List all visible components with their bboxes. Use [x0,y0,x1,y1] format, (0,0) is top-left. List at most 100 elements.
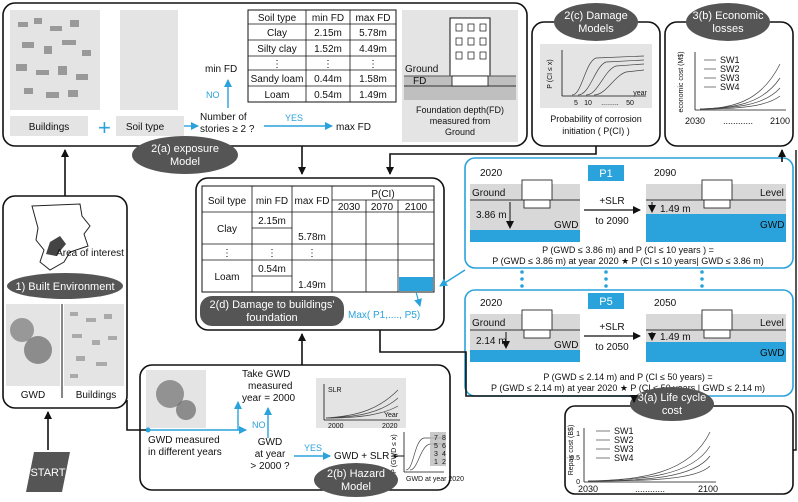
fd-label: FD [413,76,426,87]
gwd-measured-blob-1 [156,380,184,408]
plus-sign: + [98,115,111,140]
take-1: Take GWD [242,369,290,380]
min-fd-label: min FD [205,64,237,75]
p1-tag-bg [588,165,624,181]
lcc-y-tick-2: 0.5 [570,455,580,462]
hazard-gwd2020: GWD at year 2020 [406,476,464,483]
economic-legend: SW1 SW2 SW3 SW4 [704,55,740,92]
p1-foundation-b [703,199,731,209]
dt-header-min: min FD [256,196,288,207]
p5-water-a [470,350,580,362]
soil-type-label-bg [116,116,184,136]
buildings-label-2: Buildings [76,390,117,401]
econ-x-tick-1: 2030 [685,116,705,126]
hazard-q-1: GWD [258,437,282,448]
soil-table-cell-0-1: 2.15m [314,28,342,39]
p5-eq2: P (GWD ≤ 2.14 m) at year 2020 ★ P (CI ≤ … [491,383,765,393]
built-env-title: 1) Built Environment [15,281,114,293]
damage-curve-4 [593,69,645,96]
damage-curve-3 [585,63,645,96]
soil-map-thumbnail [120,10,178,110]
soil-table-cell-4-2: 1.49m [359,90,387,101]
foundation-caption-1: Foundation depth(FD) [416,105,504,115]
dt-loam-max: 1.49m [298,280,326,291]
p5-slr: +SLR [599,322,624,333]
area-label: Area of interest [56,248,124,259]
p1-year-a: 2020 [480,168,503,179]
hazard-p-curve-2 [409,443,442,471]
lcc-curve-2 [587,445,711,482]
econ-legend-4: SW4 [720,82,740,92]
gwd-blob-2 [24,336,52,364]
p5-level-label: Level [760,318,784,329]
blue-connectors [439,269,466,287]
damage-caption-1: Probability of corrosion [550,114,642,124]
max-cell-highlight [399,277,433,291]
hazard-no: NO [252,420,266,430]
soil-table-cell-1-0: Silty clay [257,44,296,55]
economic-y-label: economic cost (M$) [678,51,685,112]
soil-table-cell-3-2: 1.58m [359,74,387,85]
take-2: measured [248,381,292,392]
p1-depth-a: 3.86 m [476,210,507,221]
hazard-caption-1: GWD measured [148,435,220,446]
dt-header-max: max FD [295,196,330,207]
p1-water-a [470,230,580,242]
p1-level-label: Level [760,188,784,199]
p1-eq2: P (GWD ≤ 3.86 m) at year 2020 ★ P (CI ≤ … [492,256,763,266]
max-label: Max( P1,...., P5) [348,310,420,321]
lcc-curve-4 [587,465,711,482]
soil-table-cell-4-0: Loam [264,90,289,101]
soil-table-header-2: max FD [356,13,391,24]
p5-gwd-b: GWD [760,348,784,359]
soil-table-cell-4-1: 0.54m [314,90,342,101]
soil-table-header-0: Soil type [258,13,297,24]
start-label: START [30,467,65,479]
damage-foundation-title-2: foundation [246,312,297,324]
p5-ground-label: Ground [472,318,505,329]
lifecycle-to-economic-line [793,150,797,451]
p5-house-b [701,309,733,331]
slr-label: SLR [328,387,342,394]
built-env-pill [7,273,123,299]
damage-foundation-title-1: 2(d) Damage to buildings' [209,299,334,311]
lifecycle-pill [630,387,714,421]
buildings-label-bg [10,116,88,136]
max-fd-label: max FD [336,122,371,133]
dt-loam: Loam [214,272,239,283]
dt-dots-1: ⋮ [222,248,232,259]
p5-panel: P5 2020 Ground 2.14 m GWD +SLR to 2050 2… [464,289,794,397]
lcc-y-tick-1: 1 [576,431,580,438]
p1-house-b [701,179,733,201]
built-to-hazard-arrow [126,400,146,431]
damage-models-title-1: 2(c) Damage [564,10,628,22]
soil-table-cell-2-0: ⋮ [272,59,282,70]
p1-gwd-a: GWD [554,220,578,231]
damage-models-y-label: P (CI ≤ x) [547,59,554,88]
soil-table-cell-3-1: 0.44m [314,74,342,85]
econ-x-tick-2: ............ [723,116,753,126]
p5-foundation-a [523,329,551,339]
damage-x-tick-3: ......... [601,100,619,107]
hazard-q-3: > 2000 ? [250,461,290,472]
soil-table-cell-1-1: 1.52m [314,44,342,55]
damage-x-unit: year [633,90,647,97]
p5-eq1: P (GWD ≤ 2.14 m) and P (CI ≤ 50 years) = [543,372,712,382]
p1-foundation-a [523,199,551,209]
damage-x-tick-1: 5 [574,100,578,107]
p1-eq1: P (GWD ≤ 3.86 m) and P (CI ≤ 10 years ) … [542,245,714,255]
buildings-footprints [16,18,91,98]
foundation-caption-2: measured from [430,116,491,126]
lifecycle-legend: SW1 SW2 SW3 SW4 [596,426,634,463]
soil-table-cell-2-1: ⋮ [323,59,333,70]
gwd-blob-1 [10,318,34,342]
zone-number-3: 3 [434,451,438,458]
damage-to-lifecycle-arrow [379,330,638,403]
lcc-legend-2: SW2 [614,435,634,445]
start-node [26,452,70,492]
p5-year-b: 2050 [654,298,677,309]
p5-depth-b: 1.49 m [660,332,691,343]
dt-year-2030: 2030 [338,202,361,213]
p5-house-a [521,309,553,331]
